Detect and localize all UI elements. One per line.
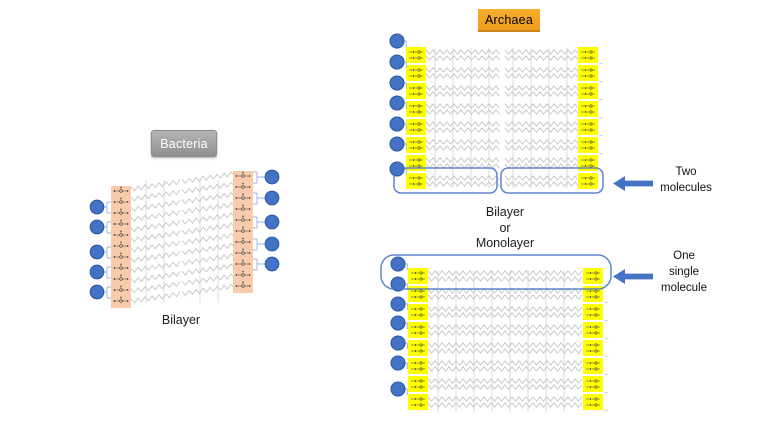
bacteria-caption: Bilayer: [161, 313, 201, 327]
two-molecules-annotation: Two molecules: [660, 166, 712, 194]
archaea-bilayer-figure: [389, 33, 604, 194]
left-arrow-icon: [613, 269, 653, 284]
bacteria-label: Bacteria: [151, 130, 217, 157]
left-arrow-icon: [613, 176, 653, 191]
one-single-molecule-annotation: One single molecule: [660, 250, 708, 294]
archaea-caption-line3: Monolayer: [475, 236, 535, 250]
archaea-caption-line2: or: [499, 220, 511, 235]
archaea-label: Archaea: [478, 9, 540, 32]
archaea-caption-line1: Bilayer: [485, 205, 525, 219]
archaea-caption: Bilayer or Monolayer: [455, 205, 555, 252]
bacteria-bilayer-figure: [89, 169, 280, 308]
archaea-monolayer-figure: [380, 254, 612, 412]
